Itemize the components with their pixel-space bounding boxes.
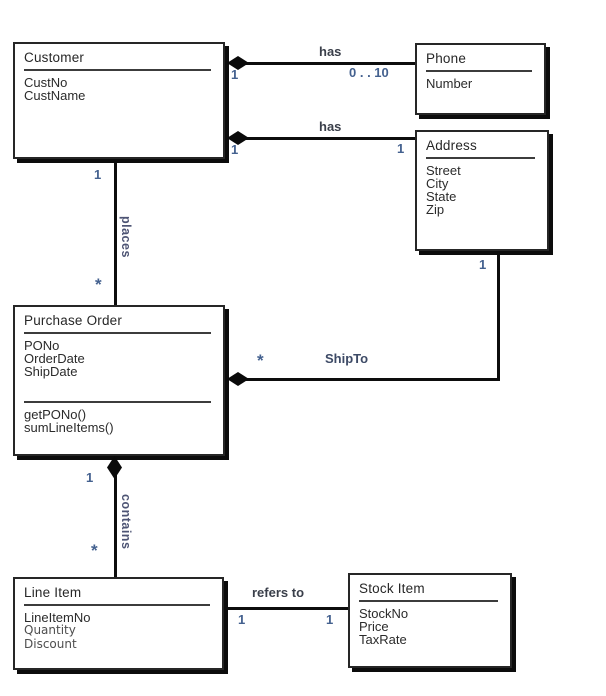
methods-separator	[24, 401, 211, 403]
class-title: Address	[426, 138, 477, 153]
multiplicity-order-places: *	[95, 275, 102, 294]
association-line-has-address	[235, 137, 415, 140]
attribute: StockNo	[359, 606, 409, 621]
association-line-has-phone	[235, 62, 415, 65]
attribute: Zip	[426, 202, 445, 217]
multiplicity-lineitem-contains: *	[91, 541, 98, 560]
class-line-item: Line Item LineItemNo Quantity Discount	[13, 577, 224, 670]
title-separator	[426, 70, 532, 72]
attribute: ShipDate	[24, 364, 78, 379]
association-line-places	[114, 159, 117, 307]
title-separator	[24, 604, 210, 606]
attribute: CustNo	[24, 75, 68, 90]
class-address: Address Street City State Zip	[415, 130, 549, 251]
class-title: Stock Item	[359, 581, 425, 596]
association-line-contains	[114, 456, 117, 579]
association-label-contains: contains	[119, 494, 133, 550]
attribute: OrderDate	[24, 351, 85, 366]
class-title: Line Item	[24, 585, 82, 600]
title-separator	[359, 600, 498, 602]
attribute: TaxRate	[359, 632, 407, 647]
attribute: CustName	[24, 88, 86, 103]
multiplicity-customer-has-address: 1	[231, 142, 239, 157]
association-label-has-phone: has	[319, 44, 342, 59]
association-label-shipto: ShipTo	[325, 351, 369, 366]
class-title: Customer	[24, 50, 85, 65]
method: getPONo()	[24, 407, 87, 422]
attribute: Street	[426, 163, 461, 178]
multiplicity-order-shipto: *	[257, 351, 264, 370]
title-separator	[426, 157, 535, 159]
multiplicity-lineitem-refers: 1	[238, 612, 246, 627]
multiplicity-order-contains: 1	[86, 470, 94, 485]
multiplicity-customer-has-phone: 1	[231, 67, 239, 82]
attribute: Number	[426, 76, 473, 91]
class-purchase-order: Purchase Order PONo OrderDate ShipDate g…	[13, 305, 225, 456]
association-line-address-shipto	[497, 251, 500, 381]
class-customer: Customer CustNo CustName	[13, 42, 225, 159]
attribute: Quantity	[24, 623, 76, 637]
attribute: LineItemNo	[24, 610, 91, 625]
method: sumLineItems()	[24, 420, 114, 435]
aggregation-diamond-has-phone	[227, 56, 249, 70]
attribute: State	[426, 189, 457, 204]
multiplicity-phone: 0 . . 10	[349, 65, 389, 80]
multiplicity-customer-places: 1	[94, 167, 102, 182]
multiplicity-address-shipto: 1	[479, 257, 487, 272]
attribute: Price	[359, 619, 389, 634]
class-phone: Phone Number	[415, 43, 546, 115]
multiplicity-stockitem-refers: 1	[326, 612, 334, 627]
association-label-places: places	[119, 216, 133, 258]
class-stock-item: Stock Item StockNo Price TaxRate	[348, 573, 512, 668]
attribute: PONo	[24, 338, 60, 353]
attribute: City	[426, 176, 449, 191]
title-separator	[24, 332, 211, 334]
association-label-refers-to: refers to	[252, 585, 305, 600]
class-title: Phone	[426, 51, 467, 66]
association-label-has-address: has	[319, 119, 342, 134]
association-line-shipto	[235, 378, 500, 381]
multiplicity-address-has: 1	[397, 141, 405, 156]
attribute: Discount	[24, 636, 77, 651]
association-line-refers-to	[225, 607, 350, 610]
title-separator	[24, 69, 211, 71]
aggregation-diamond-has-address	[227, 131, 249, 145]
class-title: Purchase Order	[24, 313, 123, 328]
aggregation-diamond-contains	[107, 456, 122, 479]
aggregation-diamond-shipto	[227, 372, 249, 386]
